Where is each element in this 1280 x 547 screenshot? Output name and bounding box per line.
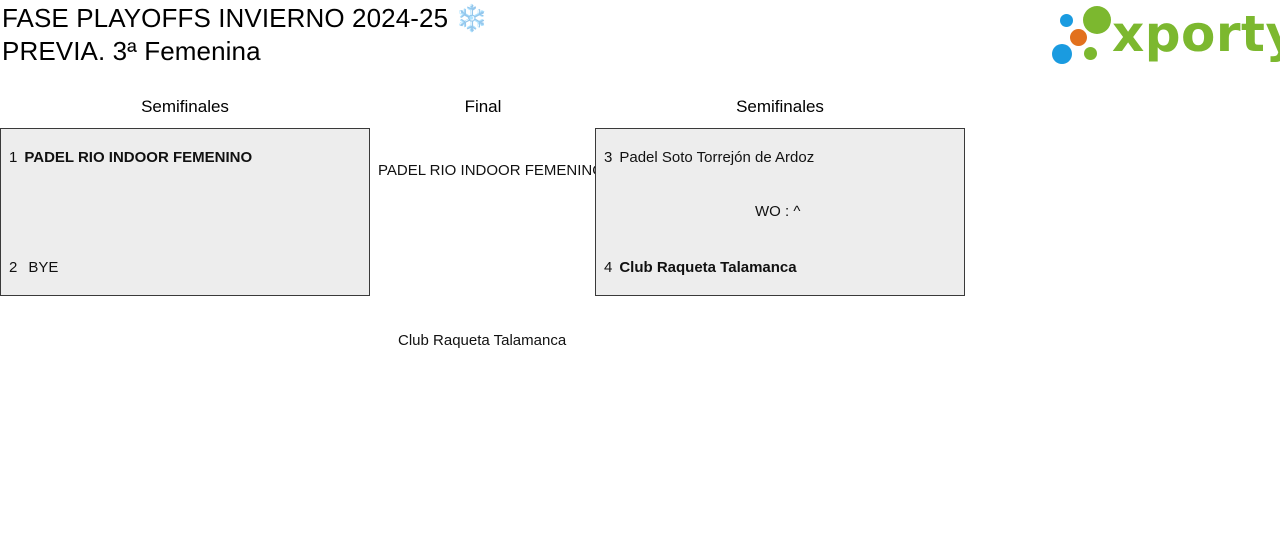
team-seed: 1 bbox=[9, 149, 18, 166]
team-seed: 2 bbox=[9, 259, 18, 276]
page-title: FASE PLAYOFFS INVIERNO 2024-25 ❄️ PREVIA… bbox=[2, 2, 488, 68]
team-name: Padel Soto Torrejón de Ardoz bbox=[619, 149, 815, 166]
match-box-right[interactable]: 3 Padel Soto Torrejón de Ardoz WO : ^ 4 Cl… bbox=[595, 128, 965, 296]
match-score: WO : ^ bbox=[755, 203, 801, 220]
logo-dot-green-large bbox=[1083, 6, 1111, 34]
title-line-1: FASE PLAYOFFS INVIERNO 2024-25 ❄️ bbox=[2, 3, 488, 33]
team-row[interactable]: 1 PADEL RIO INDOOR FEMENINO bbox=[9, 149, 252, 167]
team-name: PADEL RIO INDOOR FEMENINO bbox=[24, 149, 253, 166]
final-team-top[interactable]: PADEL RIO INDOOR FEMENINO bbox=[378, 162, 595, 179]
logo-wordmark: xporty bbox=[1112, 5, 1280, 63]
final-team-bottom[interactable]: Club Raqueta Talamanca bbox=[398, 332, 567, 349]
team-row[interactable]: 4 Club Raqueta Talamanca bbox=[604, 259, 797, 277]
match-box-left[interactable]: 1 PADEL RIO INDOOR FEMENINO 2 BYE bbox=[0, 128, 370, 296]
column-heading-final: Final bbox=[464, 97, 502, 116]
team-seed: 3 bbox=[604, 149, 613, 166]
team-name: BYE bbox=[28, 259, 59, 276]
logo-dot-orange bbox=[1070, 29, 1087, 46]
team-seed: 4 bbox=[604, 259, 613, 276]
logo-dot-green-small bbox=[1084, 47, 1097, 60]
xporty-logo: xporty bbox=[1052, 5, 1280, 67]
column-heading-left: Semifinales bbox=[141, 97, 229, 116]
title-line-2: PREVIA. 3ª Femenina bbox=[2, 36, 261, 66]
logo-dots-icon bbox=[1052, 5, 1114, 67]
team-row[interactable]: 2 BYE bbox=[9, 259, 58, 277]
logo-dot-blue-small bbox=[1060, 14, 1073, 27]
logo-dot-blue-large bbox=[1052, 44, 1072, 64]
column-heading-right: Semifinales bbox=[736, 97, 824, 116]
team-row[interactable]: 3 Padel Soto Torrejón de Ardoz bbox=[604, 149, 814, 167]
team-name: Club Raqueta Talamanca bbox=[619, 259, 797, 276]
